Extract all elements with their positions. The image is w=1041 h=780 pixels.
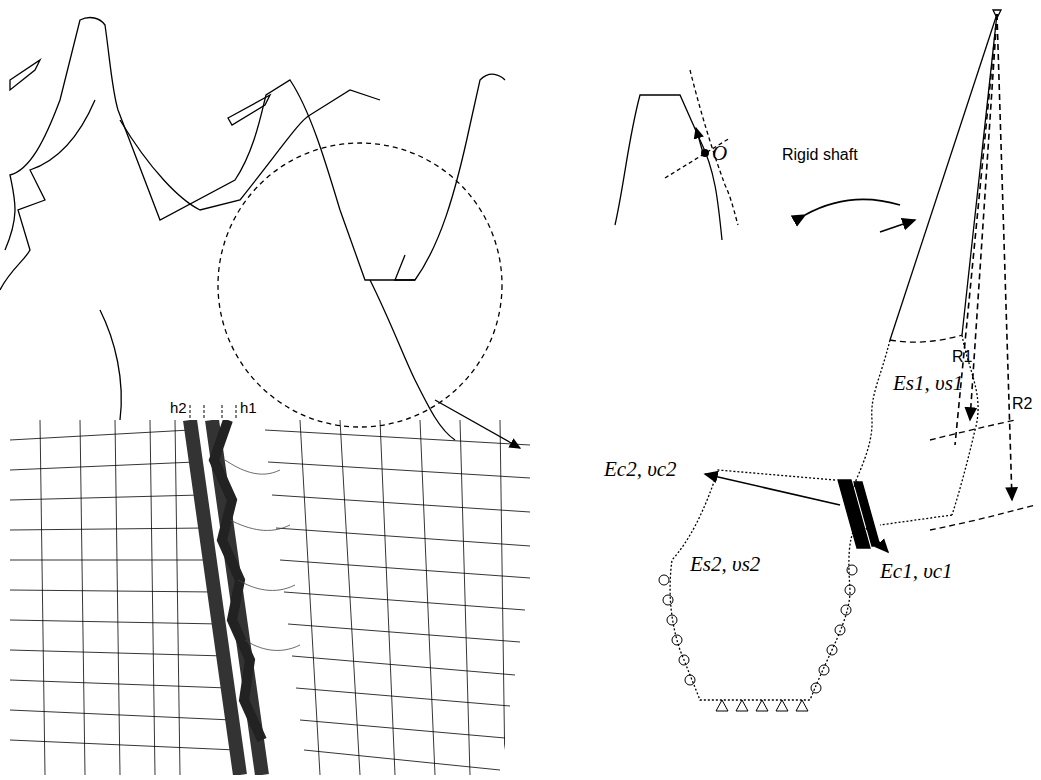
material-label: Es1, υs1	[893, 372, 963, 395]
thickness-label: h2	[170, 400, 187, 417]
material-label: Ec1, υc1	[880, 560, 953, 583]
material-label: Ec2, υc2	[604, 458, 677, 481]
radius-label: R2	[1012, 395, 1032, 413]
shaft-label: Rigid shaft	[782, 146, 858, 164]
thickness-label: h1	[240, 400, 257, 417]
material-label: Es2, υs2	[690, 553, 760, 576]
point-label: O	[712, 142, 727, 165]
radius-label: R1	[952, 348, 972, 366]
